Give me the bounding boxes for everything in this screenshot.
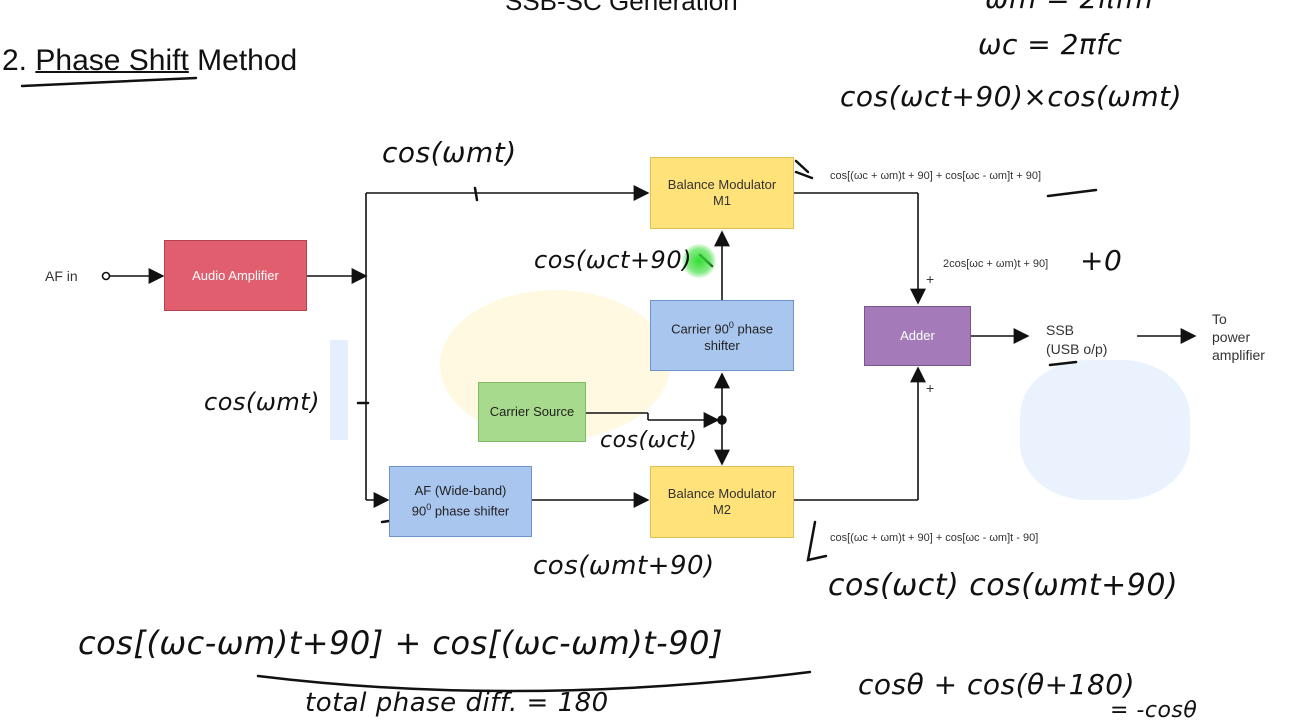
af-phase-shifter-block: AF (Wide-band) 900 phase shifter: [389, 466, 532, 537]
adder-plus-top: +: [926, 271, 935, 287]
total-phase-note: total phase diff. = 180: [305, 688, 609, 718]
carrier-source-block: Carrier Source: [478, 382, 586, 442]
pointer-highlight: [682, 244, 716, 278]
cos-wmt-left-note: cos(ωmt): [204, 388, 320, 416]
af-in-label: AF in: [45, 268, 78, 284]
carrier-source-label: Carrier Source: [489, 404, 575, 419]
m1-output-expression: cos[(ωc + ωm)t + 90] + cos[ωc - ωm]t + 9…: [830, 170, 1042, 182]
product-top-note: cos(ωct+90)×cos(ωmt): [840, 80, 1182, 113]
usb-label: (USB o/p): [1046, 341, 1108, 357]
carrier-shifter-line1: Carrier 900 phase: [671, 320, 773, 337]
af-shifter-line2: 900 phase shifter: [411, 502, 510, 519]
cos-wmt-top-note: cos(ωmt): [382, 136, 517, 169]
adder-label: Adder: [900, 328, 935, 343]
watermark-shape: [330, 340, 348, 440]
section-heading: 2. Phase Shift Method: [2, 44, 297, 78]
carrier-shifter-line2: shifter: [704, 337, 740, 353]
adder-input-expression: 2cos[ωc + ωm)t + 90]: [943, 258, 1049, 270]
wm-equation: ωm = 2πfm: [985, 0, 1153, 15]
page-title: SSB-SC Generation: [505, 0, 738, 16]
cos-wct-note: cos(ωct): [600, 428, 698, 453]
adder-plus-bottom: +: [926, 380, 935, 396]
cos-wmt-90-note: cos(ωmt+90): [533, 551, 715, 581]
to-power-label-2: power: [1212, 329, 1251, 345]
section-number: 2.: [2, 44, 28, 77]
plus-zero-note: +0: [1080, 244, 1123, 277]
watermark-shape: [1020, 360, 1190, 500]
to-power-label: To: [1212, 311, 1227, 327]
balance-modulator-m2-block: Balance Modulator M2: [650, 466, 794, 538]
identity-result-note: = -cosθ: [1110, 698, 1198, 723]
carrier-phase-shifter-block: Carrier 900 phase shifter: [650, 300, 794, 371]
adder-block: Adder: [864, 306, 971, 366]
section-rest: Method: [197, 44, 298, 77]
bm1-id: M1: [712, 193, 732, 208]
audio-amplifier-label: Audio Amplifier: [192, 267, 279, 283]
af-shifter-line1: AF (Wide-band): [414, 483, 507, 499]
wc-equation: ωc = 2πfc: [978, 28, 1123, 61]
big-equation-note: cos[(ωc-ωm)t+90] + cos[(ωc-ωm)t-90]: [78, 624, 723, 662]
cos-wct-90-note: cos(ωct+90): [534, 246, 692, 274]
ssb-label: SSB: [1046, 322, 1075, 338]
audio-amplifier-block: Audio Amplifier: [164, 240, 307, 311]
bm2-label: Balance Modulator: [667, 486, 777, 501]
bm1-label: Balance Modulator: [667, 177, 777, 192]
balance-modulator-m1-block: Balance Modulator M1: [650, 157, 794, 229]
m2-output-expression: cos[(ωc + ωm)t + 90] + cos[ωc - ωm]t - 9…: [830, 532, 1039, 544]
identity-note: cosθ + cos(θ+180): [858, 668, 1136, 701]
product-bottom-note: cos(ωct) cos(ωmt+90): [828, 568, 1179, 603]
bm2-id: M2: [712, 502, 732, 517]
to-power-label-3: amplifier: [1212, 347, 1265, 363]
section-main: Phase Shift: [35, 44, 189, 77]
